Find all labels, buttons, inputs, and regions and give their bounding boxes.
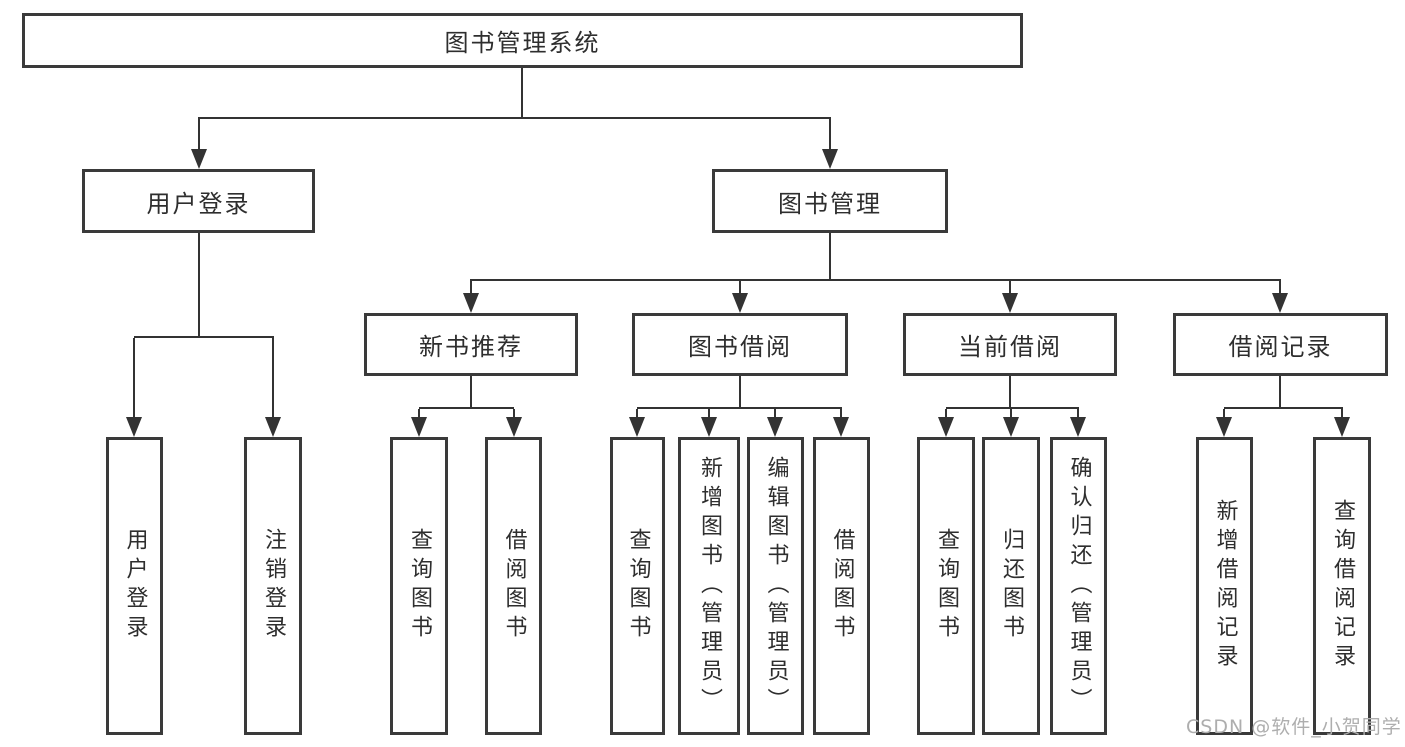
connector-line: [1224, 407, 1343, 409]
connector-line: [1223, 409, 1225, 420]
leaf-label: 借阅图书: [829, 528, 855, 644]
leaf-label: 查询图书: [625, 528, 651, 644]
leaf-query-books-3: 查询图书: [917, 437, 975, 735]
connector-line: [1279, 281, 1281, 296]
csdn-watermark: CSDN @软件_小贺同学: [1186, 716, 1402, 738]
leaf-query-books-1: 查询图书: [390, 437, 448, 735]
leaf-borrow-books-1: 借阅图书: [485, 437, 542, 735]
arrow-down-icon: [1070, 417, 1086, 437]
connector-line: [470, 281, 472, 296]
node-root-library-system: 图书管理系统: [22, 13, 1023, 68]
node-label: 图书管理: [778, 189, 882, 218]
arrow-down-icon: [822, 149, 838, 169]
connector-line: [829, 233, 831, 281]
connector-line: [945, 409, 947, 420]
connector-line: [419, 407, 514, 409]
connector-line: [272, 338, 274, 420]
arrow-down-icon: [1272, 293, 1288, 313]
node-current-borrowing: 当前借阅: [903, 313, 1117, 376]
connector-line: [739, 376, 741, 409]
connector-line: [133, 338, 135, 420]
node-user-login: 用户登录: [82, 169, 315, 233]
connector-line: [470, 279, 1281, 281]
node-new-book-recommend: 新书推荐: [364, 313, 578, 376]
node-label: 借阅记录: [1228, 333, 1333, 361]
node-borrowing-records: 借阅记录: [1173, 313, 1388, 376]
node-label: 用户登录: [146, 189, 251, 218]
connector-line: [1279, 376, 1281, 409]
leaf-label: 归还图书: [999, 528, 1024, 644]
arrow-down-icon: [701, 417, 717, 437]
arrow-down-icon: [732, 293, 748, 313]
arrow-down-icon: [506, 417, 522, 437]
connector-line: [134, 336, 274, 338]
arrow-down-icon: [1216, 417, 1232, 437]
arrow-down-icon: [126, 417, 142, 437]
connector-line: [198, 118, 200, 152]
leaf-confirm-return-admin: 确认归还（管理员）: [1050, 437, 1107, 735]
arrow-down-icon: [191, 149, 207, 169]
arrow-down-icon: [938, 417, 954, 437]
connector-line: [1341, 409, 1343, 420]
node-label: 图书管理系统: [444, 29, 601, 57]
leaf-add-books-admin: 新增图书（管理员）: [678, 437, 740, 735]
leaf-add-borrow-record: 新增借阅记录: [1196, 437, 1253, 735]
leaf-label: 借阅图书: [501, 528, 527, 644]
connector-line: [829, 118, 831, 152]
leaf-label: 编辑图书（管理员）: [763, 455, 789, 717]
connector-line: [774, 409, 776, 420]
leaf-label: 新增借阅记录: [1212, 499, 1238, 673]
connector-line: [739, 281, 741, 296]
arrow-down-icon: [629, 417, 645, 437]
leaf-logout: 注销登录: [244, 437, 302, 735]
connector-line: [513, 409, 515, 420]
connector-line: [418, 409, 420, 420]
leaf-label: 查询图书: [407, 528, 432, 644]
leaf-return-books: 归还图书: [982, 437, 1040, 735]
arrow-down-icon: [1003, 417, 1019, 437]
arrow-down-icon: [833, 417, 849, 437]
connector-line: [521, 68, 523, 119]
leaf-edit-books-admin: 编辑图书（管理员）: [747, 437, 804, 735]
node-label: 新书推荐: [419, 333, 523, 361]
arrow-down-icon: [767, 417, 783, 437]
leaf-label: 新增图书（管理员）: [697, 455, 722, 717]
connector-line: [946, 407, 1079, 409]
leaf-user-login: 用户登录: [106, 437, 163, 735]
connector-line: [840, 409, 842, 420]
leaf-query-books-2: 查询图书: [610, 437, 665, 735]
leaf-label: 用户登录: [122, 528, 148, 644]
leaf-borrow-books-2: 借阅图书: [813, 437, 870, 735]
node-label: 图书借阅: [688, 333, 792, 361]
node-label: 当前借阅: [958, 333, 1062, 361]
connector-line: [470, 376, 472, 409]
node-book-borrowing: 图书借阅: [632, 313, 848, 376]
leaf-query-borrow-record: 查询借阅记录: [1313, 437, 1371, 735]
connector-line: [1009, 376, 1011, 409]
leaf-label: 确认归还（管理员）: [1066, 455, 1092, 717]
connector-line: [1077, 409, 1079, 420]
connector-line: [636, 409, 638, 420]
arrow-down-icon: [411, 417, 427, 437]
arrow-down-icon: [265, 417, 281, 437]
connector-line: [1009, 281, 1011, 296]
connector-line: [637, 407, 842, 409]
connector-line: [198, 117, 831, 119]
arrow-down-icon: [1334, 417, 1350, 437]
connector-line: [1010, 409, 1012, 420]
node-book-management: 图书管理: [712, 169, 948, 233]
arrow-down-icon: [1002, 293, 1018, 313]
leaf-label: 注销登录: [261, 528, 286, 644]
arrow-down-icon: [463, 293, 479, 313]
connector-line: [708, 409, 710, 420]
connector-line: [198, 233, 200, 338]
leaf-label: 查询借阅记录: [1330, 499, 1355, 673]
leaf-label: 查询图书: [934, 528, 959, 644]
